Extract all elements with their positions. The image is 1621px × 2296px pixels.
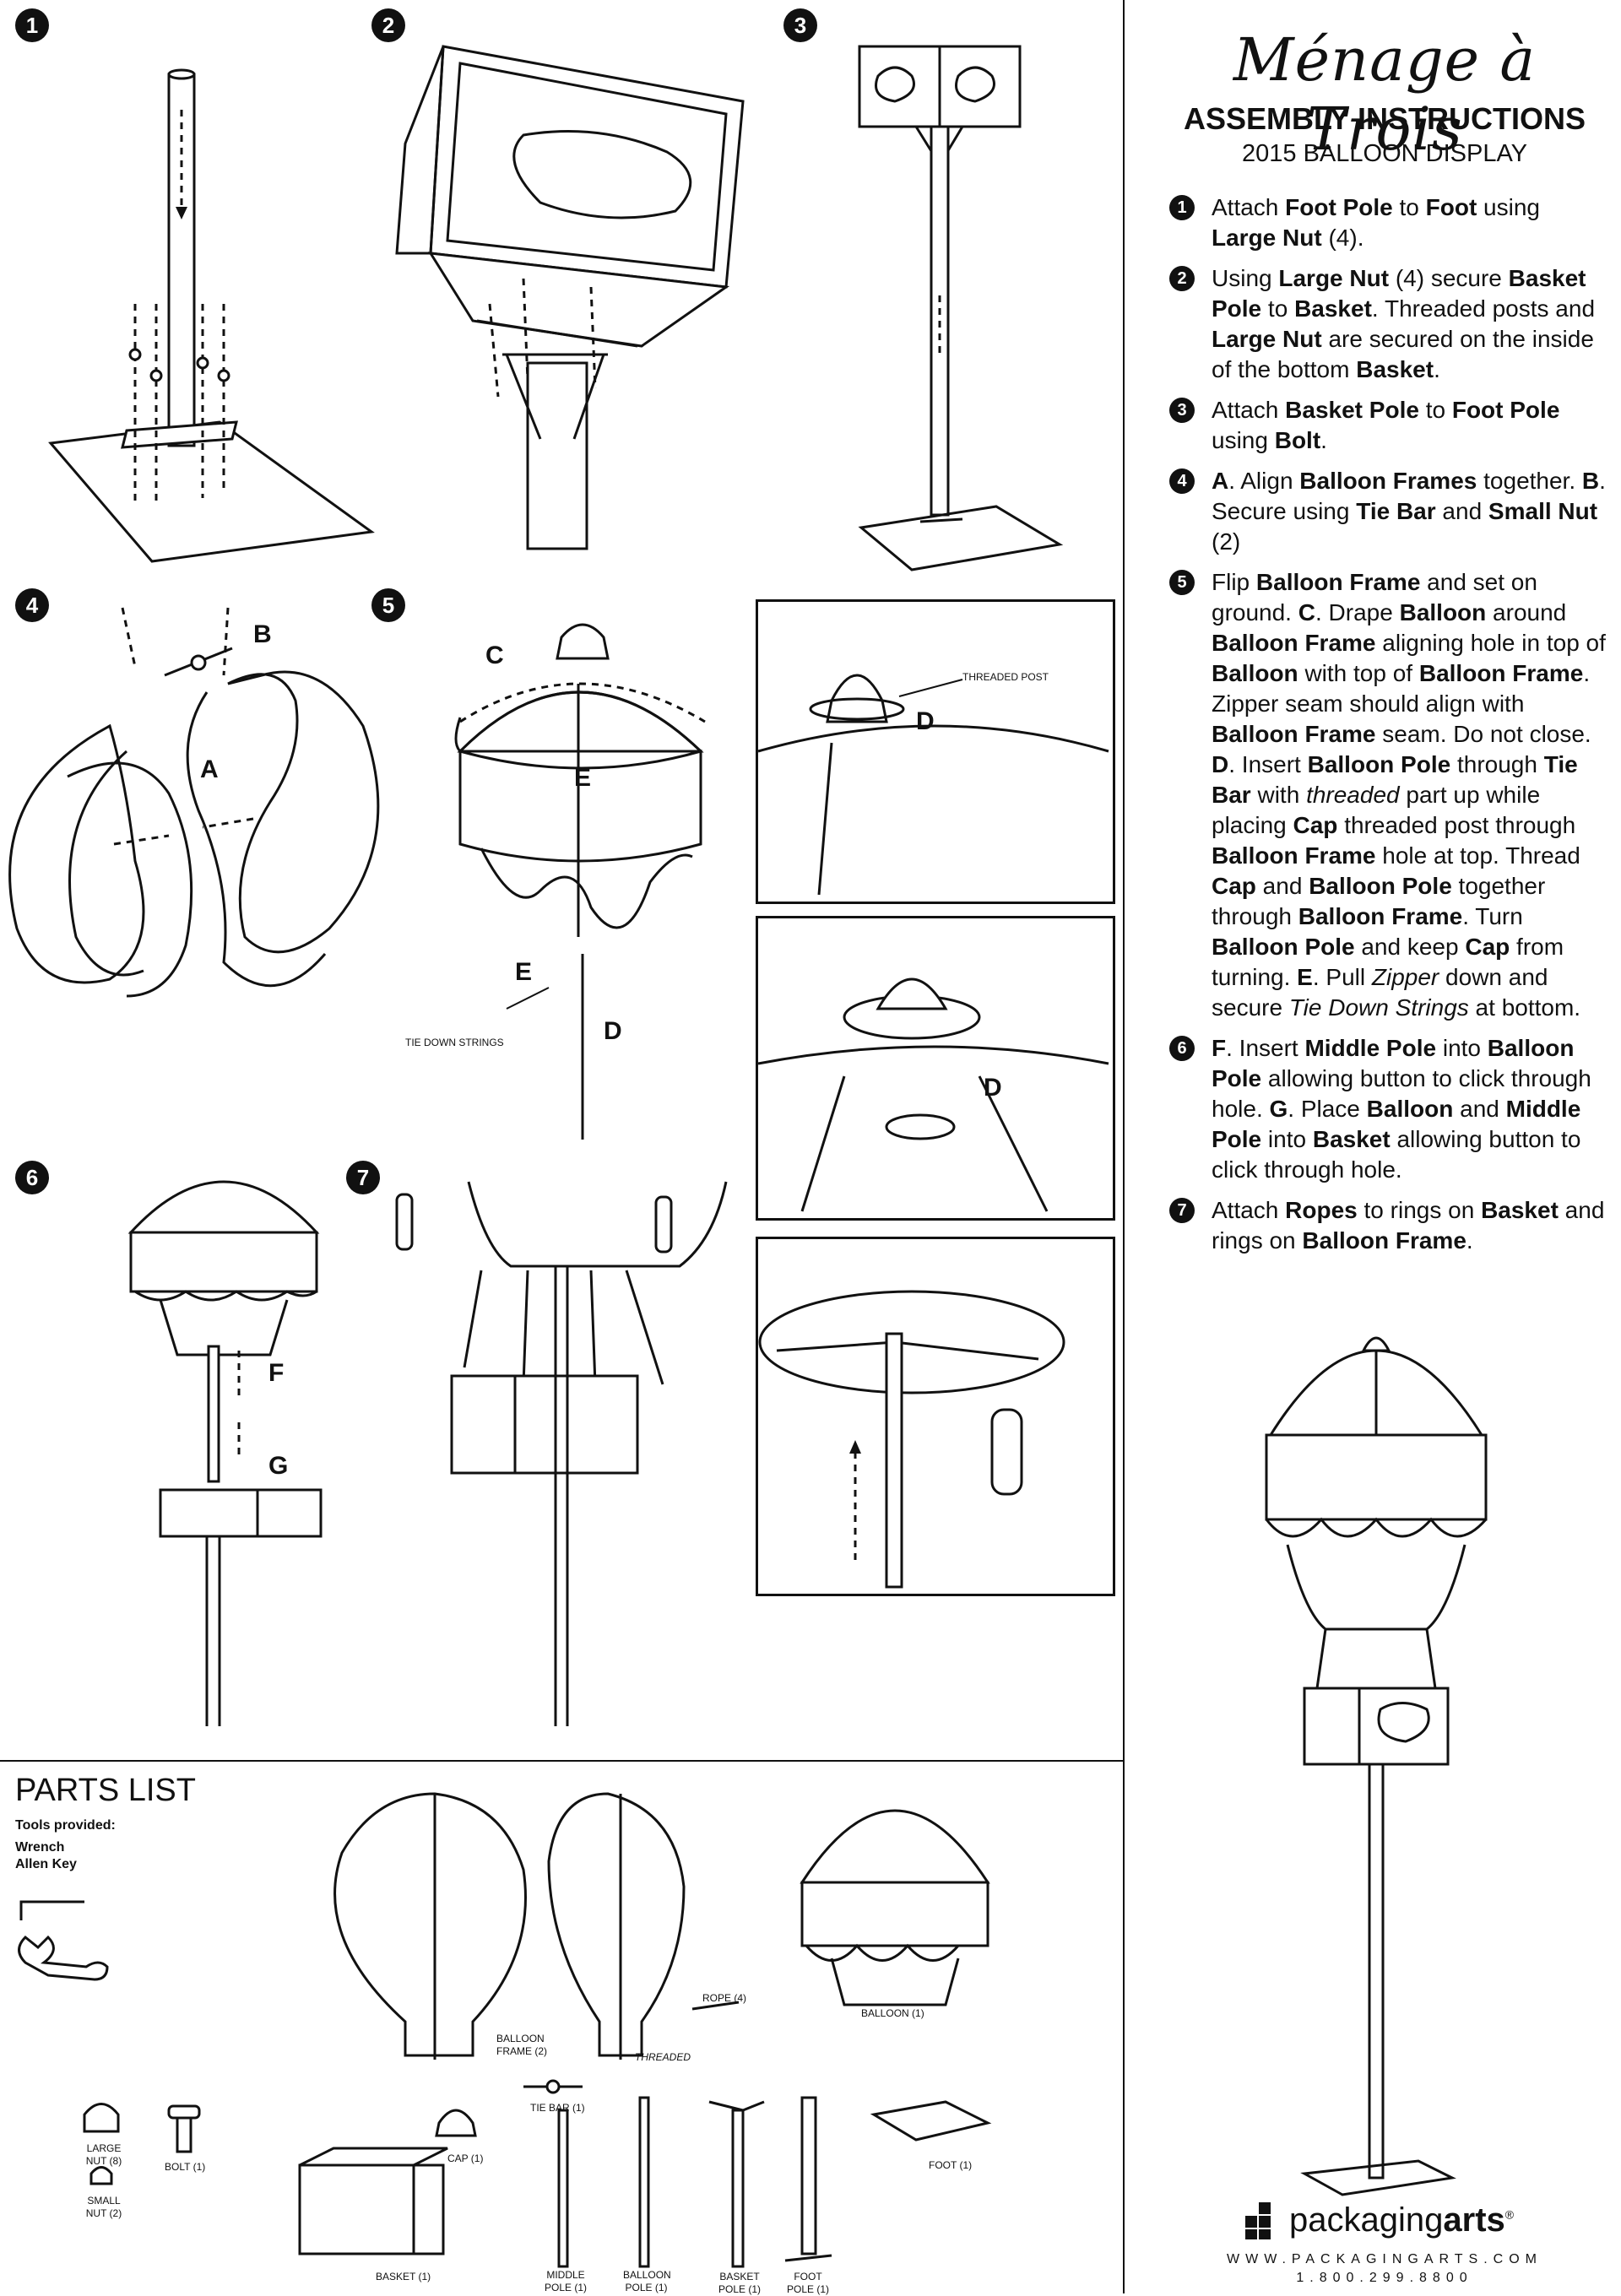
tool-allen-key-label: Allen Key [15, 1857, 77, 1871]
diagram-number-2: 2 [371, 8, 405, 42]
detail-panel-threaded-post [756, 599, 1115, 904]
detail-panel-cap [756, 916, 1115, 1221]
diagram-6-middle-pole [127, 1180, 323, 1726]
logo-text: packagingarts® [1289, 2201, 1515, 2239]
diagram-number-5: 5 [371, 588, 405, 622]
diagram-number-4: 4 [15, 588, 49, 622]
threaded-label: THREADED [635, 2051, 691, 2063]
tools-title: Tools provided: [15, 1818, 116, 1833]
callout-g: G [268, 1452, 289, 1480]
rope-label: ROPE (4) [702, 1992, 747, 2004]
diagram-number-1: 1 [15, 8, 49, 42]
assembled-display-illustration [1265, 1336, 1488, 2196]
diagram-4-balloon-frames [8, 607, 380, 998]
diagram-5-drape-balloon [454, 623, 706, 1140]
detail-panel-middle-pole [756, 1237, 1115, 1596]
packagingarts-logo: packagingarts® [1245, 2201, 1514, 2239]
diagram-number-6: 6 [15, 1161, 49, 1194]
callout-c: C [485, 642, 504, 669]
small-nut-label: SMALL NUT (2) [85, 2195, 122, 2219]
instructions-subtitle: 2015 BALLOON DISPLAY [1242, 140, 1527, 167]
diagram-2-basket [395, 45, 745, 550]
callout-e: E [574, 764, 592, 792]
callout-d: D [604, 1017, 622, 1045]
foot-label: FOOT (1) [929, 2159, 973, 2171]
basket-label: BASKET (1) [376, 2271, 431, 2282]
detail-3-drawing [758, 1290, 1065, 1589]
tie-down-strings-label: TIE DOWN STRINGS [405, 1037, 504, 1048]
middle-pole-label: MIDDLE POLE (1) [545, 2269, 588, 2293]
parts-list-title: PARTS LIST [15, 1773, 196, 1808]
diagram-3-pole-assembly [858, 45, 1064, 571]
tie-bar-label: TIE BAR (1) [530, 2102, 585, 2114]
diagram-number-7: 7 [346, 1161, 380, 1194]
callout-a: A [200, 755, 219, 783]
callout-b: B [253, 620, 272, 648]
parts-illustrations [18, 1792, 992, 2268]
callout-d-detail-1: D [916, 707, 935, 735]
parts-divider [0, 1760, 1123, 1762]
callout-d-detail-2: D [984, 1074, 1002, 1102]
diagram-7-ropes [395, 1181, 728, 1726]
basket-pole-label: BASKET POLE (1) [718, 2271, 761, 2295]
vertical-divider [1123, 0, 1125, 2293]
large-nut-label: LARGE NUT (8) [85, 2142, 122, 2167]
bolt-label: BOLT (1) [165, 2161, 206, 2173]
callout-e-2: E [515, 958, 533, 986]
logo-squares-icon [1245, 2201, 1271, 2239]
foot-pole-label: FOOT POLE (1) [787, 2271, 830, 2295]
brand-title: Ménage à Trois [1233, 25, 1537, 164]
detail-2-drawing [757, 977, 1109, 1212]
detail-1-drawing [757, 674, 1109, 896]
balloon-label: BALLOON (1) [861, 2007, 924, 2019]
cap-label: CAP (1) [447, 2152, 484, 2164]
phone-text: 1.800.299.8800 [1296, 2271, 1473, 2285]
diagram-number-3: 3 [783, 8, 817, 42]
callout-f: F [268, 1359, 285, 1387]
balloon-frame-label: BALLOON FRAME (2) [496, 2033, 547, 2057]
instructions-title: ASSEMBLY INSTRUCTIONS [1183, 101, 1586, 136]
threaded-post-label: THREADED POST [962, 671, 1049, 683]
website-text: WWW.PACKAGINGARTS.COM [1227, 2252, 1542, 2266]
tool-wrench-label: Wrench [15, 1840, 65, 1855]
balloon-pole-label: BALLOON POLE (1) [623, 2269, 671, 2293]
diagram-1-foot-pole [48, 68, 375, 563]
